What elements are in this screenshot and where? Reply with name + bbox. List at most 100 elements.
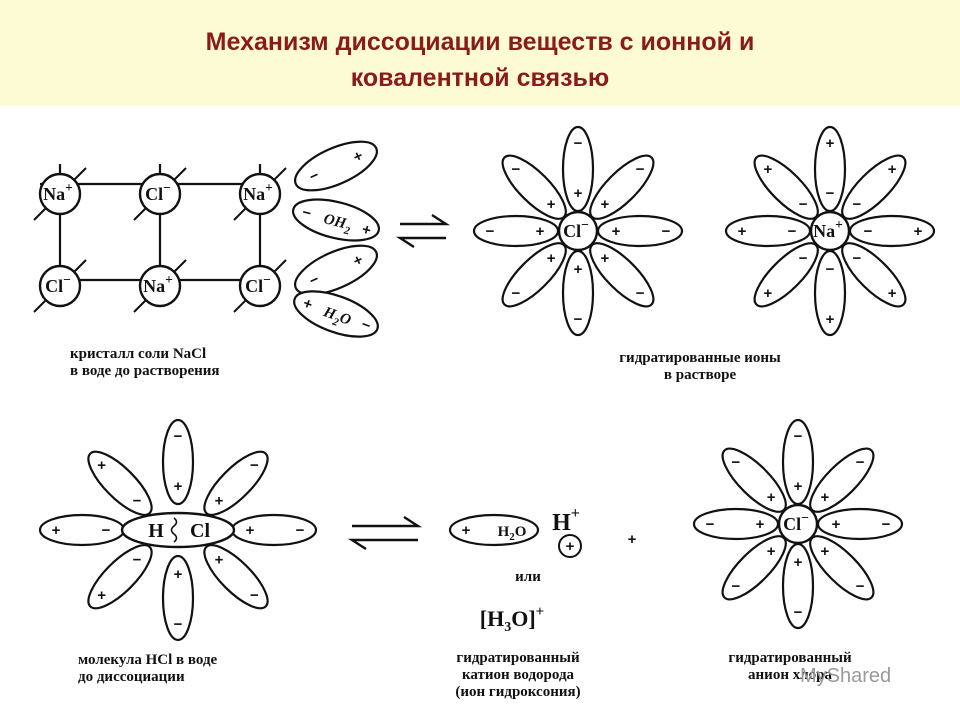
water-dipole: +− <box>230 513 318 547</box>
inner-charge: + <box>820 543 829 560</box>
outer-charge: − <box>250 457 259 474</box>
outer-charge: + <box>738 223 747 240</box>
inner-charge: + <box>574 261 583 278</box>
outer-charge-sign: + <box>763 285 772 302</box>
water-dipole-ellipse <box>294 244 378 296</box>
water-dipole: −+ <box>813 125 847 213</box>
water-dipole: +− <box>472 214 560 248</box>
proton-circle <box>558 534 582 558</box>
lattice-ion-label: Na+ <box>143 272 173 296</box>
outer-charge: − <box>511 285 520 302</box>
inner-charge: − <box>852 196 861 213</box>
outer-charge-sign: − <box>574 135 583 152</box>
water-dipole: −+ <box>813 249 847 337</box>
water-dipole: −+ <box>38 513 126 547</box>
dipole-plus: + <box>360 221 373 240</box>
water-dipole-ellipse <box>87 544 153 610</box>
title-band <box>0 0 960 106</box>
water-dipole: +− <box>561 249 595 337</box>
central-ion-label: Cl− <box>783 510 809 534</box>
outer-charge: − <box>794 604 803 621</box>
inner-charge-sign: − <box>826 185 835 202</box>
label-crystal-line: кристалл соли NaCl <box>70 346 206 362</box>
outer-charge-sign: + <box>97 587 106 604</box>
outer-charge: + <box>763 285 772 302</box>
water-dipole: −+ <box>724 214 812 248</box>
oh2-label: OH2 <box>321 211 353 237</box>
outer-charge-sign: + <box>52 522 61 539</box>
outer-charge: − <box>296 522 305 539</box>
inner-charge: + <box>174 478 183 495</box>
inner-charge: + <box>547 196 556 213</box>
outer-charge-sign: − <box>662 223 671 240</box>
inner-charge: + <box>794 478 803 495</box>
water-dipole-ellipse <box>203 450 269 516</box>
outer-charge-sign: − <box>856 578 865 595</box>
inner-charge-sign: + <box>820 489 829 506</box>
inner-charge-sign: + <box>547 196 556 213</box>
outer-charge: − <box>486 223 495 240</box>
inner-charge: + <box>215 552 224 569</box>
slide-title-line-2: ковалентной связью <box>350 64 610 92</box>
inner-charge-sign: − <box>826 261 835 278</box>
outer-charge-sign: + <box>738 223 747 240</box>
inner-charge-sign: + <box>767 489 776 506</box>
lattice-ion-na <box>238 172 282 216</box>
inner-charge-sign: − <box>133 552 142 569</box>
water-dipole-ellipse <box>87 450 153 516</box>
water-dipole: +− <box>816 507 904 541</box>
inner-charge-sign: + <box>600 196 609 213</box>
water-dipole: +− <box>161 554 195 642</box>
outer-charge-sign: − <box>486 223 495 240</box>
inner-charge: + <box>574 185 583 202</box>
hcl-h-label: H <box>148 520 164 542</box>
inner-charge-sign: − <box>799 250 808 267</box>
water-dipole: +− <box>203 450 269 516</box>
inner-charge: + <box>215 492 224 509</box>
inner-charge: + <box>612 223 621 240</box>
outer-charge-sign: − <box>250 457 259 474</box>
central-ion <box>809 210 851 252</box>
inner-charge-sign: + <box>612 223 621 240</box>
outer-charge: − <box>731 578 740 595</box>
water-dipole: +− <box>596 214 684 248</box>
lattice-ion-label: Na+ <box>43 180 73 204</box>
label-hydrated-ions-line: гидратированные ионы <box>619 350 781 366</box>
outer-charge-sign: + <box>826 311 835 328</box>
lattice-ion-na <box>38 172 82 216</box>
inner-charge-sign: + <box>547 250 556 267</box>
equilibrium-arrows <box>347 213 451 551</box>
label-crystal-line: в воде до растворения <box>70 363 220 379</box>
inner-charge: + <box>756 516 765 533</box>
inner-charge-sign: + <box>215 552 224 569</box>
lattice-ion-label: Cl− <box>45 272 71 296</box>
water-dipole: +− <box>561 125 595 213</box>
water-dipole: +− <box>781 542 815 630</box>
inner-charge-sign: + <box>756 516 765 533</box>
inner-charge: − <box>826 185 835 202</box>
nacl-crystal-lattice: Na+Cl−Na+Cl−Na+Cl−−+−+OH2−++−H2O <box>33 140 381 338</box>
lattice-ion-label: Na+ <box>243 180 273 204</box>
central-ion-label: Cl− <box>563 217 589 241</box>
inner-charge: − <box>133 552 142 569</box>
inner-charge: + <box>536 223 545 240</box>
outer-charge-sign: − <box>574 311 583 328</box>
inner-charge: + <box>767 543 776 560</box>
outer-charge-sign: + <box>763 161 772 178</box>
water-dipole-ellipse <box>161 418 195 506</box>
lattice-ion-label: Cl− <box>145 180 171 204</box>
outer-charge: + <box>826 135 835 152</box>
label-hydrated-ions-line: в растворе <box>664 367 737 383</box>
proton-circle-sign: + <box>566 538 575 555</box>
label-hydrated-anion-line: анион хлора <box>748 667 832 683</box>
outer-charge-sign: + <box>888 285 897 302</box>
water-dipole: −+ <box>294 244 378 296</box>
outer-charge: − <box>636 161 645 178</box>
inner-charge: − <box>852 250 861 267</box>
water-label: H2O <box>498 524 527 543</box>
outer-charge: − <box>731 454 740 471</box>
